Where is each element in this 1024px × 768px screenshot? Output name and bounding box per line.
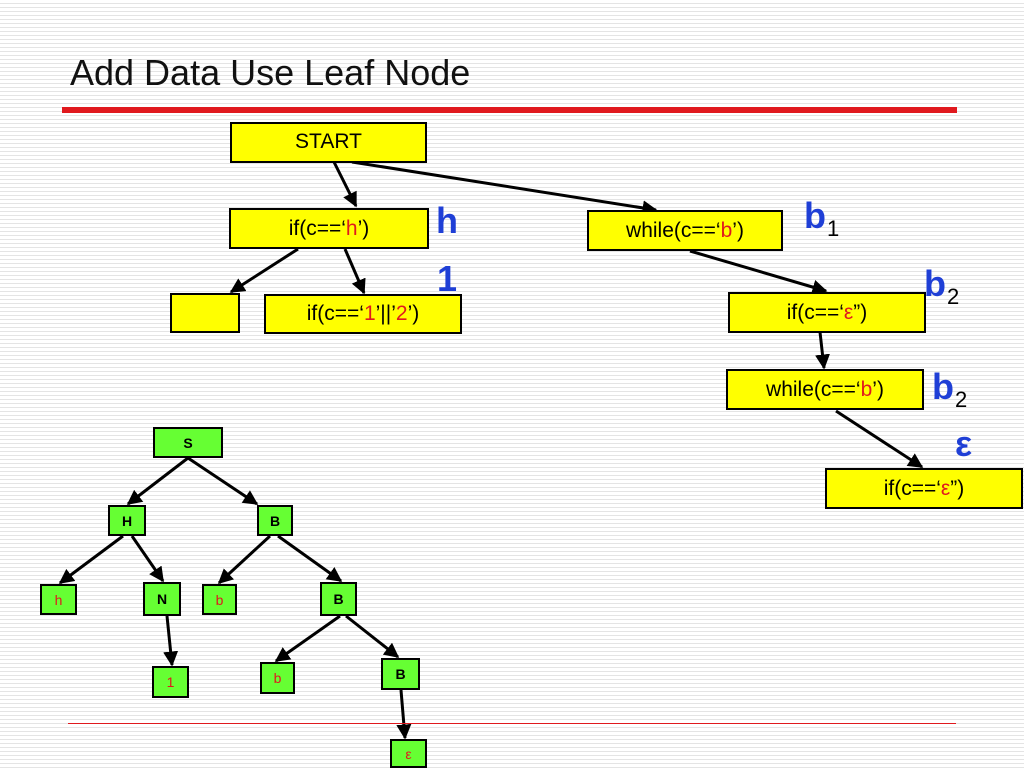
tedge-B-b2 bbox=[274, 614, 341, 663]
tree-leaf-h: h bbox=[40, 584, 77, 615]
tree-node-B: B bbox=[257, 505, 293, 536]
tree-node-B: B bbox=[381, 658, 420, 690]
empty-box bbox=[170, 293, 240, 333]
if-h-box: if(c==‘h’) bbox=[229, 208, 429, 249]
while-b2-box: while(c==‘b’) bbox=[726, 369, 924, 410]
edge-start-while bbox=[351, 160, 658, 216]
edge-ifh-empty bbox=[229, 247, 299, 294]
slide-title: Add Data Use Leaf Node bbox=[70, 52, 471, 93]
tedge-B-B2 bbox=[345, 614, 400, 659]
tree-leaf-b: b bbox=[260, 662, 295, 694]
footer-rule bbox=[68, 723, 956, 724]
tree-node-N: N bbox=[143, 582, 181, 616]
char-b: b bbox=[720, 218, 733, 242]
tedge-B-B bbox=[277, 534, 343, 583]
char-2: 2 bbox=[395, 302, 408, 325]
label-1: 1 bbox=[437, 258, 458, 299]
char-b: b bbox=[860, 377, 873, 401]
tedge-H-h bbox=[58, 534, 124, 585]
char-eps: ε bbox=[940, 476, 951, 500]
title-underline bbox=[62, 107, 957, 113]
if-1-or-2-box: if(c==‘1’||’2’) bbox=[264, 294, 462, 334]
tedge-S-H bbox=[126, 456, 189, 506]
tedge-B-b bbox=[217, 534, 272, 585]
tree-leaf-b: b bbox=[202, 584, 237, 615]
start-box: START bbox=[230, 122, 427, 163]
edge-ifeps-while2 bbox=[815, 331, 830, 370]
while-b1-box: while(c==‘b’) bbox=[587, 210, 783, 251]
tedge-S-B bbox=[187, 456, 259, 506]
label-h: h bbox=[436, 200, 458, 241]
tree-node-S: S bbox=[153, 427, 223, 458]
label-b2-second: b2 bbox=[932, 366, 968, 412]
tree-node-H: H bbox=[108, 505, 146, 536]
edge-start-ifh bbox=[332, 161, 358, 208]
if-eps-box: if(c==‘ε”) bbox=[728, 292, 926, 333]
start-label: START bbox=[295, 130, 362, 153]
char-eps: ε bbox=[843, 300, 854, 324]
label-b2-first: b2 bbox=[924, 263, 960, 309]
label-b1: b1 bbox=[804, 195, 840, 241]
tree-leaf-1: 1 bbox=[152, 666, 189, 698]
label-epsilon: ε bbox=[955, 423, 973, 464]
tedge-B-eps bbox=[396, 689, 412, 740]
tedge-H-N bbox=[130, 535, 165, 583]
edge-ifh-if12 bbox=[343, 248, 366, 295]
tedge-N-1 bbox=[163, 615, 179, 667]
edge-while2-ifeps2 bbox=[835, 409, 924, 469]
char-1: 1 bbox=[363, 302, 376, 325]
tree-node-B: B bbox=[320, 582, 357, 616]
char-h: h bbox=[345, 216, 358, 240]
tree-leaf-epsilon: ε bbox=[390, 739, 427, 768]
if-eps2-box: if(c==‘ε”) bbox=[825, 468, 1023, 509]
edge-while-ifeps bbox=[689, 249, 828, 295]
